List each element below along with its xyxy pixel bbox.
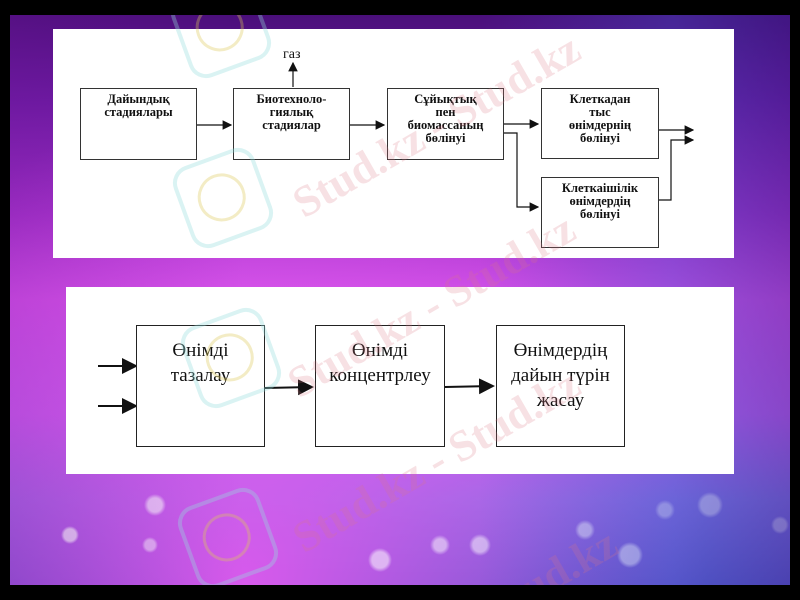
watermark-logo-icon <box>172 482 284 585</box>
gas-output-label: газ <box>283 47 301 62</box>
preparation-stage-box: Дайындық стадиялары <box>80 88 197 160</box>
biotech-stage-box: Биотехноло- гиялық стадиялар <box>233 88 350 160</box>
liquid-biomass-separation-box: Сұйықтық пен биомассаның бөлінуі <box>387 88 504 160</box>
product-purification-label: Өнімді тазалау <box>170 340 231 386</box>
bottom-flowchart-connectors <box>98 358 495 414</box>
watermark-text: Stud.kz <box>477 518 626 585</box>
preparation-stage-label: Дайындық стадиялары <box>104 92 173 119</box>
biotech-stage-label: Биотехноло- гиялық стадиялар <box>256 92 327 132</box>
intracellular-products-label: Клеткаішілік өнімдердің бөлінуі <box>561 181 639 221</box>
product-purification-box: Өнімді тазалау <box>136 325 265 447</box>
slide-background: газ Дайындық стадиялары Биотехноло- гиял… <box>10 15 790 585</box>
top-flowchart-panel: газ Дайындық стадиялары Биотехноло- гиял… <box>53 29 734 258</box>
extracellular-products-label: Клеткадан тыс өнімдернің бөлінуі <box>568 92 632 145</box>
intracellular-products-box: Клеткаішілік өнімдердің бөлінуі <box>541 177 659 248</box>
top-flowchart-connectors <box>197 61 695 212</box>
final-form-label: Өнімдердің дайын түрін жасау <box>511 340 610 411</box>
product-concentration-label: Өнімді концентрлеу <box>329 340 431 386</box>
product-concentration-box: Өнімді концентрлеу <box>315 325 445 447</box>
final-form-box: Өнімдердің дайын түрін жасау <box>496 325 625 447</box>
extracellular-products-box: Клеткадан тыс өнімдернің бөлінуі <box>541 88 659 159</box>
liquid-biomass-separation-label: Сұйықтық пен биомассаның бөлінуі <box>407 92 484 145</box>
bottom-flowchart-panel: Өнімді тазалау Өнімді концентрлеу Өнімде… <box>66 287 734 474</box>
